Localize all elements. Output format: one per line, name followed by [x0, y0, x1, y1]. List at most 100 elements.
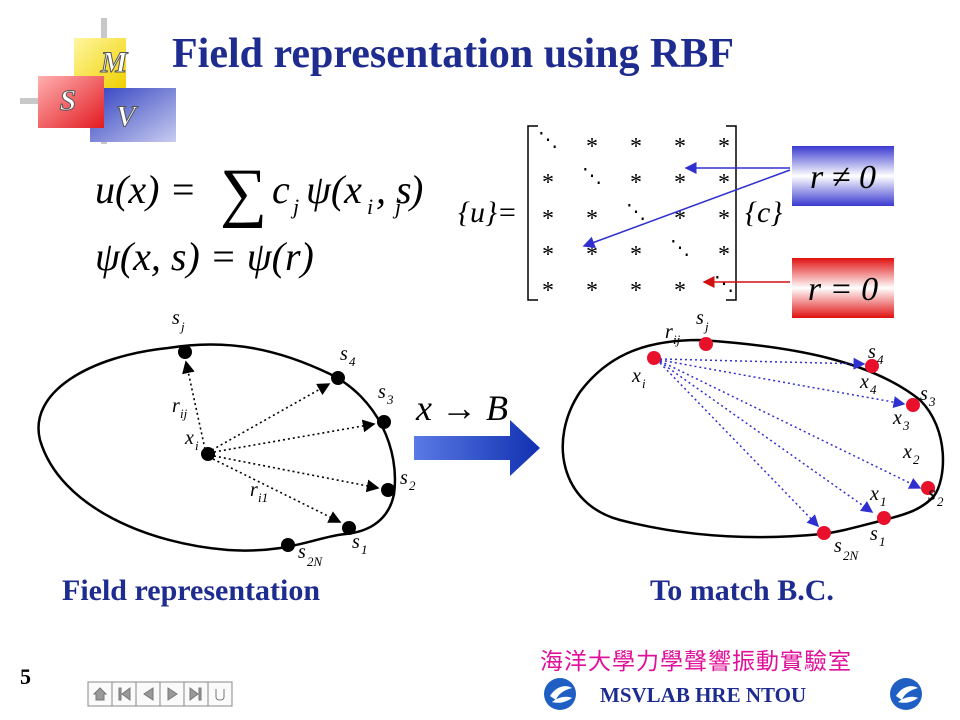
- matrix-offdiagonal-entry: *: [586, 242, 598, 268]
- left-label-s3: s: [378, 381, 386, 403]
- label-sub: 3: [386, 392, 394, 407]
- left-label-s1: s: [352, 531, 360, 553]
- label-sub: 3: [928, 394, 936, 409]
- bird-logo-icon: [890, 678, 922, 710]
- right-ray-x4: [659, 357, 866, 370]
- right-label-x3: x: [892, 407, 902, 429]
- matrix-offdiagonal-entry: *: [542, 278, 554, 304]
- label-sub: j: [703, 319, 709, 334]
- label-sub: ij: [180, 406, 188, 421]
- label-sub: 1: [879, 534, 886, 549]
- matrix-diagonal-entry: ⋱: [670, 237, 690, 259]
- eq-sub: j: [392, 194, 401, 219]
- left-label-sj: s: [172, 307, 180, 329]
- label-sub: 1: [880, 494, 887, 509]
- eq-psi: ψ(x: [306, 167, 362, 212]
- label-sub: i: [642, 376, 646, 391]
- matrix-lhs-u: {u}=: [458, 196, 517, 229]
- right-label-s2n: s: [834, 535, 842, 557]
- matrix-offdiagonal-entry: *: [542, 170, 554, 196]
- matrix-offdiagonal-entry: *: [718, 242, 730, 268]
- left-point-sj: [178, 345, 192, 359]
- eq-s: , s: [376, 167, 412, 212]
- r-zero-label: r = 0: [808, 271, 878, 308]
- matrix-cells: ⋱*****⋱*****⋱*****⋱*****⋱: [538, 129, 734, 304]
- right-label-xi: x: [631, 365, 641, 387]
- matrix-diagonal-entry: ⋱: [582, 165, 602, 187]
- left-ray-s3: [213, 419, 376, 453]
- next-icon[interactable]: [159, 681, 185, 707]
- right-caption: To match B.C.: [650, 574, 834, 607]
- mapping-label: x → B: [415, 388, 508, 428]
- matrix-offdiagonal-entry: *: [630, 278, 642, 304]
- equation-u: u(x) = ∑ c j ψ(x i , s j ): [95, 156, 423, 229]
- right-label-x4: x: [859, 371, 869, 393]
- lab-name-english: MSVLAB HRE NTOU: [600, 683, 807, 707]
- left-point-xi: [201, 447, 215, 461]
- matrix-offdiagonal-entry: *: [718, 206, 730, 232]
- mapping-arrow: [414, 420, 540, 476]
- first-icon[interactable]: [111, 681, 137, 707]
- label-sub: i: [195, 438, 199, 453]
- matrix-rhs-c: {c}: [745, 196, 782, 229]
- left-label-s4: s: [340, 343, 348, 365]
- bird-logo-icon: [544, 678, 576, 710]
- eq-u-lhs: u(x) =: [95, 167, 196, 212]
- page-number: 5: [20, 664, 31, 689]
- left-point-s2: [381, 483, 395, 497]
- left-ray-s4: [211, 383, 331, 451]
- matrix-offdiagonal-entry: *: [542, 206, 554, 232]
- return-icon[interactable]: [207, 681, 233, 707]
- right-label-s4: s: [868, 341, 876, 363]
- label-sub: j: [179, 319, 185, 334]
- last-icon[interactable]: [183, 681, 209, 707]
- matrix-bracket-left: [527, 125, 538, 301]
- matrix-bracket-right: [726, 125, 737, 301]
- eq-sub: j: [290, 194, 299, 219]
- right-ray-s2n: [659, 362, 820, 528]
- label-sub: 2: [409, 478, 416, 493]
- label-sub: 4: [349, 354, 356, 369]
- matrix-offdiagonal-entry: *: [718, 134, 730, 160]
- left-label-s2n: s: [298, 541, 306, 563]
- label-sub: 2: [913, 452, 920, 467]
- right-label-s2: s: [928, 483, 936, 505]
- right-point-s4: [865, 359, 879, 373]
- right-ray-x1: [659, 361, 874, 513]
- msv-logo: M S V: [20, 18, 176, 144]
- left-point-s2n: [281, 538, 295, 552]
- right-label-s1: s: [870, 523, 878, 545]
- matrix-offdiagonal-entry: *: [630, 134, 642, 160]
- left-caption: Field representation: [62, 574, 321, 607]
- matrix-diagonal-entry: ⋱: [626, 201, 646, 223]
- matrix-offdiagonal-entry: *: [718, 170, 730, 196]
- label-sub: 2N: [307, 554, 324, 569]
- matrix-offdiagonal-entry: *: [586, 206, 598, 232]
- prev-icon[interactable]: [135, 681, 161, 707]
- right-point-s2: [921, 481, 935, 495]
- nav-bar: [87, 681, 233, 707]
- label-sub: 1: [361, 542, 368, 557]
- label-sub: 3: [902, 418, 910, 433]
- right-label-s3: s: [920, 383, 928, 405]
- label-sub: 4: [870, 382, 877, 397]
- left-ray-s2: [213, 455, 380, 493]
- left-point-s4: [331, 371, 345, 385]
- right-label-rij: r: [665, 321, 673, 343]
- matrix-diagonal-entry: ⋱: [714, 273, 734, 295]
- logo-letter-m: M: [100, 46, 129, 79]
- eq-sub: i: [367, 194, 373, 219]
- matrix-offdiagonal-entry: *: [586, 134, 598, 160]
- eq-c: c: [272, 167, 290, 212]
- right-point-sj: [699, 337, 713, 351]
- arrow-offdiag-2: [582, 169, 791, 248]
- left-label-ri1: r: [250, 479, 258, 501]
- left-point-s1: [342, 521, 356, 535]
- home-icon[interactable]: [87, 681, 113, 707]
- right-point-s3: [906, 398, 920, 412]
- matrix-offdiagonal-entry: *: [674, 206, 686, 232]
- label-sub: ij: [673, 332, 681, 347]
- label-sub: i1: [258, 490, 268, 505]
- label-sub: 4: [877, 352, 884, 367]
